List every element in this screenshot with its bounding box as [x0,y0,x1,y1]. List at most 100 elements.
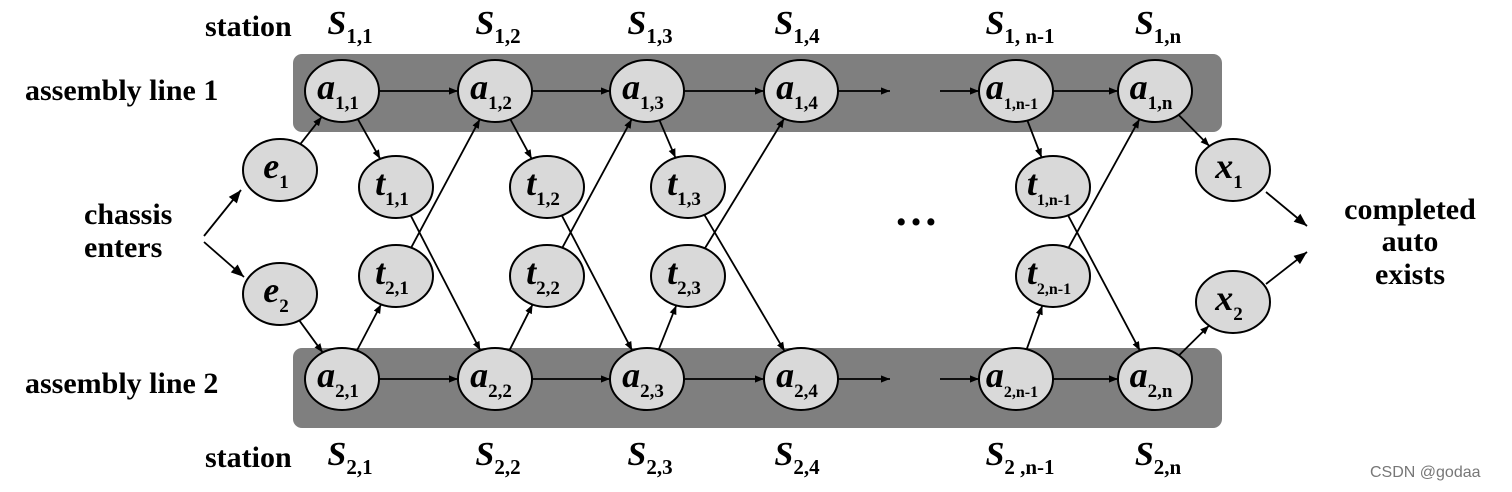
edges [203,87,1308,383]
node-a13-label: a1,3 [622,67,664,114]
node-a24-main: a [776,355,794,395]
node-x2-main: x [1214,278,1233,318]
node-e2-sub: 2 [279,296,289,317]
node-t12-label: t1,2 [526,163,560,210]
edge-t12-a23 [560,214,634,352]
station-bottom-4-main: S [774,436,793,473]
station-bottom-5-main: S [985,436,1004,473]
node-t13-label: t1,3 [667,163,701,210]
station-top-3-sub: 1,3 [646,24,672,48]
node-t13-shape [650,155,726,219]
node-t2n1-label: t2,n-1 [1027,252,1071,298]
node-a2n1-shape [978,347,1054,411]
station-bottom-2-sub: 2,2 [494,455,520,479]
node-a13-main: a [622,67,640,107]
node-x1-main: x [1214,146,1233,186]
node-a2n-label: a2,n [1130,355,1173,402]
station-bottom-3-sub: 2,3 [646,455,672,479]
node-a1n-sub: 1,n [1148,93,1173,114]
node-x2-label: x2 [1214,278,1243,325]
node-a13: a1,3 [609,59,685,123]
node-a2n1-main: a [986,355,1004,395]
station-top-2-main: S [475,5,494,42]
node-t1n1: t1,n-1 [1015,155,1091,219]
chassis-label-line2: enters [84,231,162,264]
node-t2n1: t2,n-1 [1015,244,1091,308]
watermark: CSDN @godaa [1370,464,1481,481]
node-t2n1-shape [1015,244,1091,308]
node-a11-main: a [317,67,335,107]
node-a11: a1,1 [304,59,380,123]
assembly-line-1-label: assembly line 1 [25,74,218,107]
station-bottom-4: S2,4 [774,436,820,479]
node-t11-shape [358,155,434,219]
node-a22-label: a2,2 [470,355,512,402]
station-top-3-main: S [627,5,646,42]
node-a22: a2,2 [457,347,533,411]
node-a14: a1,4 [763,59,839,123]
node-a1n-label: a1,n [1130,67,1173,114]
edge-t22-a13 [561,118,633,249]
node-a12-shape [457,59,533,123]
completed-label-line1: completed [1344,193,1476,226]
completed-label-line3: exists [1375,258,1445,291]
node-t2n1-main: t [1027,252,1038,292]
node-a12: a1,2 [457,59,533,123]
node-a13-shape [609,59,685,123]
node-t21-main: t [375,252,386,292]
assembly-line-2-band [293,348,1222,428]
node-a21: a2,1 [304,347,380,411]
edge-t23-a14 [704,118,785,249]
station-bottom-2: S2,2 [475,436,520,479]
node-a22-shape [457,347,533,411]
node-t13: t1,3 [650,155,726,219]
node-a14-label: a1,4 [776,67,818,114]
assembly-line-1-band [293,54,1222,132]
node-a23: a2,3 [609,347,685,411]
node-t12-main: t [526,163,537,203]
edge-chassis-e1 [203,189,242,237]
edge-a22-t22 [508,304,534,351]
node-x2-sub: 2 [1233,304,1243,325]
node-a24-sub: 2,4 [794,381,818,402]
station-top-4: S1,4 [774,5,820,48]
node-a23-shape [609,347,685,411]
node-a11-shape [304,59,380,123]
edge-a23-t23 [657,305,678,350]
node-t11-label: t1,1 [375,163,409,210]
node-a22-sub: 2,2 [488,381,512,402]
station-bottom-1-main: S [327,436,346,473]
station-top-6: S1,n [1135,5,1182,48]
node-a23-sub: 2,3 [640,381,664,402]
edge-a2n1-t2n1 [1025,305,1044,350]
node-t2n1-sub: 2,n-1 [1037,281,1071,298]
edge-a21-t21 [356,303,382,352]
node-a1n1-label: a1,n-1 [986,67,1038,113]
node-a24-label: a2,4 [776,355,818,402]
station-bottom-3: S2,3 [627,436,672,479]
station-word-top: station [205,10,292,43]
node-t11: t1,1 [358,155,434,219]
edge-a2n-x2 [1178,324,1210,357]
node-t1n1-shape [1015,155,1091,219]
node-a13-sub: 1,3 [640,93,664,114]
node-a24-shape [763,347,839,411]
node-e1-shape [242,138,318,202]
node-t23-sub: 2,3 [677,278,701,299]
assembly-line-2-label: assembly line 2 [25,367,218,400]
edge-a12-t12 [509,118,533,160]
station-top-5-main: S [985,5,1004,42]
edge-a13-t13 [658,119,677,159]
station-bottom-6-main: S [1135,436,1154,473]
node-a1n1-sub: 1,n-1 [1004,96,1038,113]
node-a1n: a1,n [1117,59,1193,123]
station-top-1: S1,1 [327,5,372,48]
node-t21-shape [358,244,434,308]
node-a2n1-sub: 2,n-1 [1004,384,1038,401]
node-t11-main: t [375,163,386,203]
node-a23-label: a2,3 [622,355,664,402]
station-bottom-5-sub: 2 ,n-1 [1004,455,1054,479]
node-a22-main: a [470,355,488,395]
